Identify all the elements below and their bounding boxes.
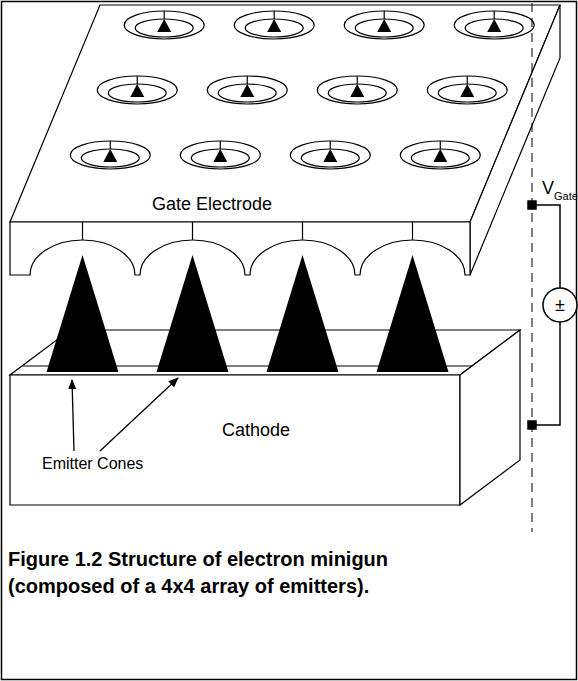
voltage-subscript: Gate — [554, 190, 578, 203]
part-label: Gate Electrode — [152, 194, 272, 215]
gate-hole — [70, 141, 150, 169]
gate-hole — [400, 141, 480, 169]
gate-hole — [344, 11, 424, 39]
emitter-cone — [377, 255, 449, 372]
polarity-symbol: ± — [555, 295, 565, 316]
leader-arrow — [72, 380, 74, 451]
voltage-symbol: V — [542, 178, 554, 199]
emitter-cone — [47, 255, 119, 372]
gate-hole — [290, 141, 370, 169]
emitter-cone — [157, 255, 229, 372]
voltage-source-circuit — [528, 201, 577, 429]
dashed-line — [532, 3, 533, 532]
gate-hole — [180, 141, 260, 169]
gate-hole — [207, 76, 287, 104]
gate-electrode-plate — [10, 5, 560, 275]
gate-hole — [454, 11, 534, 39]
gate-hole — [317, 76, 397, 104]
part-label: Cathode — [222, 420, 290, 441]
part-label: Emitter Cones — [42, 455, 143, 473]
gate-hole — [97, 76, 177, 104]
gate-hole — [124, 11, 204, 39]
figure-caption: Figure 1.2 Structure of electron minigun… — [8, 546, 400, 600]
leader-arrow — [100, 378, 178, 451]
gate-hole — [234, 11, 314, 39]
gate-hole — [427, 76, 507, 104]
emitter-cone — [267, 255, 339, 372]
